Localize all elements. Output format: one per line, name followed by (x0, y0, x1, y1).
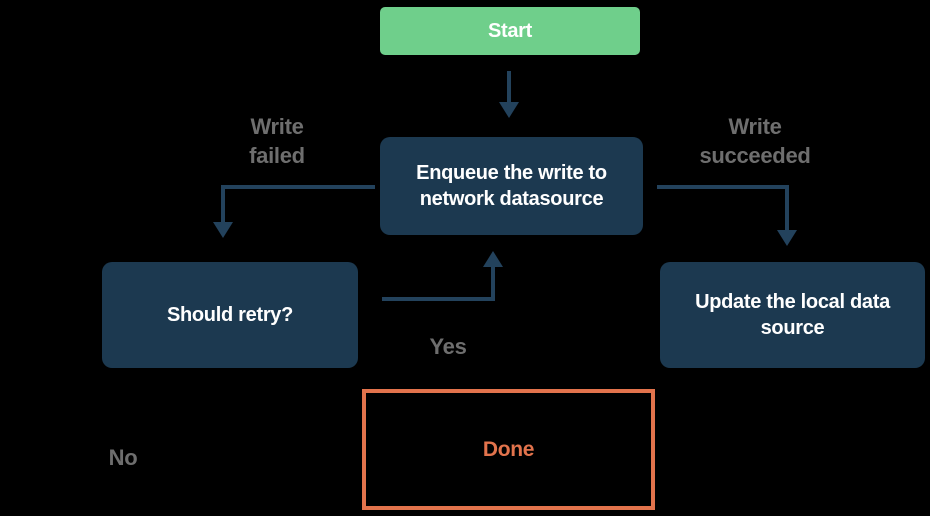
edge-label-write-failed: Write failed (249, 114, 305, 168)
arrow-should-retry-to-enqueue-head (483, 251, 503, 267)
node-update-local-data-source: Update the local data source (660, 262, 925, 368)
arrow-enqueue-to-update-local-line (657, 185, 789, 232)
node-enqueue-write: Enqueue the write to network datasource (380, 137, 643, 235)
edge-label-write-succeeded: Write succeeded (699, 114, 811, 168)
edge-label-yes: Yes (429, 334, 467, 359)
node-should-retry: Should retry? (102, 262, 358, 368)
arrow-should-retry-to-enqueue-line (382, 265, 495, 301)
edge-label-no: No (108, 445, 138, 470)
arrow-enqueue-to-should-retry-head (213, 222, 233, 238)
node-done: Done (362, 389, 655, 510)
arrow-enqueue-to-should-retry-line (221, 185, 375, 224)
arrow-start-to-enqueue-head (499, 102, 519, 118)
arrow-enqueue-to-update-local-head (777, 230, 797, 246)
node-start: Start (380, 7, 640, 55)
